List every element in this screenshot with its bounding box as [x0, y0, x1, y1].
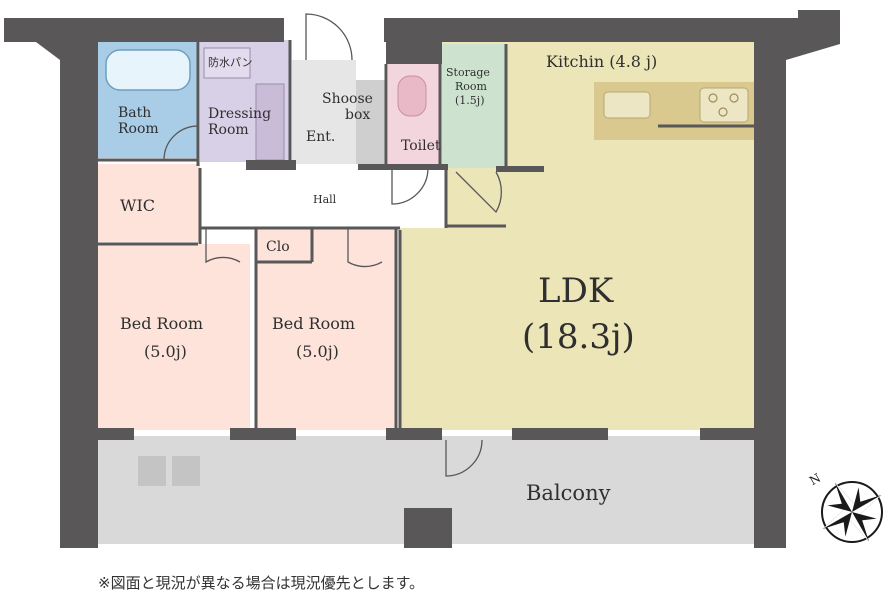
storage-room-area: (1.5j): [455, 94, 485, 107]
floor-plan: Bath Room 防水パン Dressing Room Shoose box …: [4, 10, 883, 548]
compass-star-icon: [822, 482, 882, 542]
burner-icon: [718, 107, 728, 117]
aircon-unit: [172, 456, 200, 486]
bed-room-2-label: Bed Room: [272, 314, 355, 333]
wic-label: WIC: [120, 196, 155, 215]
shoe-box-label: Shoose: [322, 91, 373, 107]
bath-room-label-2: Room: [118, 121, 159, 137]
storage-room-label: Storage: [446, 66, 490, 79]
washer-pan: [203, 47, 251, 79]
dressing-room-label: Dressing: [208, 106, 271, 122]
aircon-unit: [138, 456, 166, 486]
storage-floor: [442, 44, 506, 168]
toilet-bowl: [397, 75, 427, 117]
closet-label: Clo: [266, 239, 290, 255]
entrance-label: Ent.: [306, 129, 335, 145]
bathtub: [105, 49, 191, 91]
compass: N: [807, 471, 883, 543]
kitchen-sink: [603, 91, 651, 119]
ldk-label: LDK: [538, 271, 614, 311]
shoe-box-label-2: box: [345, 107, 370, 123]
balcony-label: Balcony: [526, 481, 611, 505]
shoe-box: [356, 80, 386, 164]
storage-room-label-2: Room: [455, 80, 488, 93]
wall-bevel: [4, 18, 60, 60]
closet-floor: [258, 230, 310, 260]
stove: [699, 87, 749, 123]
dressing-room-label-2: Room: [208, 122, 249, 138]
footer-note: ※図面と現況が異なる場合は現況優先とします。: [98, 574, 425, 592]
kitchen-label: Kitchin (4.8 j): [546, 52, 657, 71]
hall-floor: [200, 170, 446, 228]
bed-room-1-area: (5.0j): [144, 342, 187, 361]
ldk-area: (18.3j): [522, 317, 635, 357]
burner-icon: [708, 93, 718, 103]
door-swings: [163, 13, 503, 477]
bedroom-1-floor: [98, 244, 250, 430]
wic-floor: [98, 164, 200, 242]
waterproof-pan-label: 防水パン: [208, 55, 253, 69]
bed-room-1-label: Bed Room: [120, 314, 203, 333]
wall-bevel: [786, 10, 840, 60]
washbasin: [255, 83, 285, 161]
compass-ring: [821, 481, 883, 543]
entrance-floor: [292, 60, 356, 164]
bed-room-2-area: (5.0j): [296, 342, 339, 361]
burner-icon: [729, 93, 739, 103]
compass-north-label: N: [807, 471, 823, 488]
toilet-label: Toilet: [401, 138, 441, 154]
hall-label: Hall: [313, 193, 337, 206]
outer-walls: [4, 10, 840, 548]
bath-room-label: Bath: [118, 105, 151, 121]
